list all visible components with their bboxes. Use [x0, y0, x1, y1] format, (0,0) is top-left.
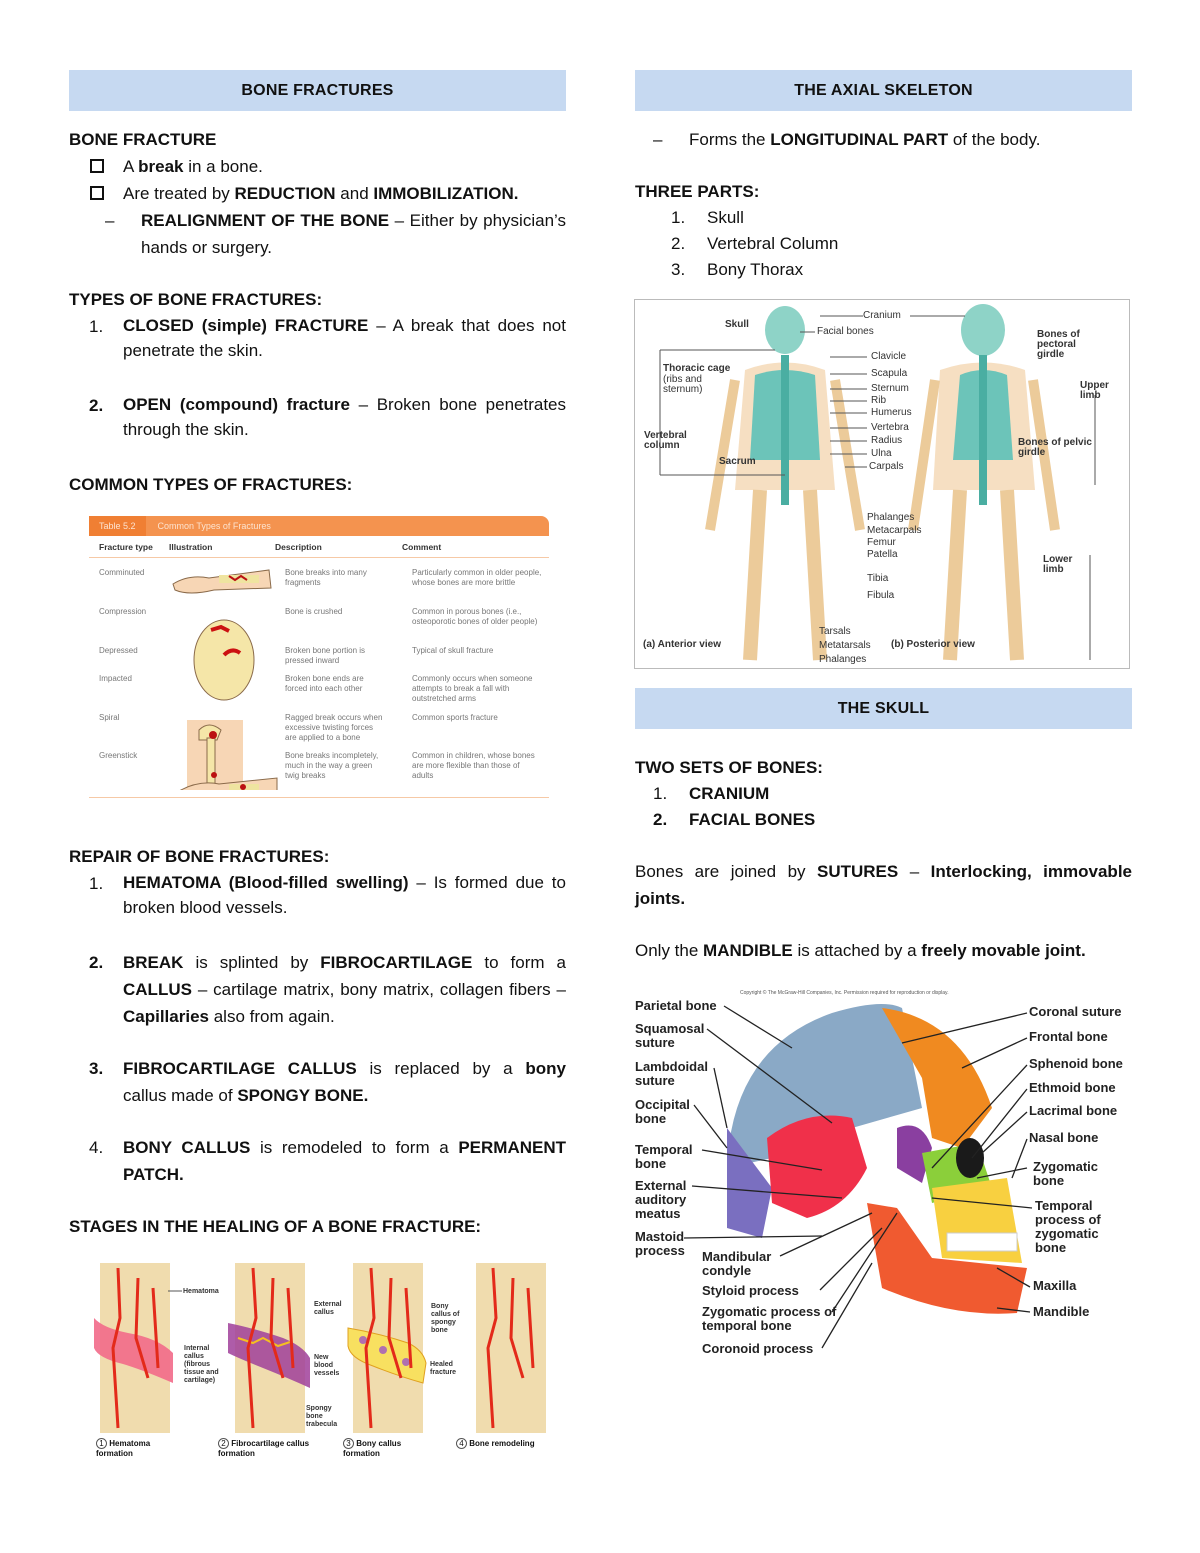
svg-text:New: New [314, 1354, 329, 1361]
svg-text:tissue and: tissue and [184, 1369, 219, 1376]
copyright-text: Copyright © The McGraw-Hill Companies, I… [740, 990, 949, 996]
svg-text:Bony: Bony [431, 1303, 449, 1310]
svg-text:fracture: fracture [430, 1369, 456, 1376]
section-header-bone-fractures: BONE FRACTURES [69, 70, 566, 111]
fracture-illustrations [172, 569, 278, 790]
svg-text:cartilage): cartilage) [184, 1377, 215, 1384]
svg-text:spongy: spongy [431, 1319, 456, 1326]
numbered-item: 2.FACIAL BONES [653, 810, 816, 829]
checkbox-bullet-icon [69, 180, 123, 207]
numbered-item: 3. FIBROCARTILAGE CALLUS is replaced by … [89, 1059, 566, 1105]
numbered-item: 2. OPEN (compound) fracture – Broken bon… [89, 395, 566, 439]
numbered-item: 3.Bony Thorax [671, 260, 804, 279]
sutures-paragraph: Bones are joined by SUTURES – Interlocki… [635, 862, 1132, 908]
stage-caption-1: 1 Hematoma formation [96, 1438, 151, 1458]
svg-text:blood: blood [314, 1362, 333, 1369]
svg-text:callus: callus [314, 1309, 334, 1316]
stage-caption-2: 2 Fibrocartilage callus formation [218, 1438, 310, 1458]
mandible-paragraph: Only the MANDIBLE is attached by a freel… [635, 941, 1086, 960]
svg-text:trabecula: trabecula [306, 1421, 337, 1428]
skeleton-labels: Skull Thoracic cage (ribs and sternum) V… [643, 310, 1109, 665]
svg-text:callus: callus [184, 1353, 204, 1360]
svg-text:callus of: callus of [431, 1311, 460, 1318]
dash-bullet-icon: – [105, 211, 115, 230]
dash-bullet-icon: – [653, 130, 663, 149]
section-header-axial-skeleton: THE AXIAL SKELETON [635, 70, 1132, 111]
heading-common-types: COMMON TYPES OF FRACTURES: [69, 475, 353, 494]
bullet-item: Are treated by REDUCTION and IMMOBILIZAT… [69, 180, 566, 207]
bullet-item: A break in a bone. [69, 153, 566, 180]
numbered-item: 2. BREAK is splinted by FIBROCARTILAGE t… [89, 953, 566, 1026]
svg-text:bone: bone [306, 1413, 323, 1420]
dash-item: – REALIGNMENT OF THE BONE – Either by ph… [69, 207, 566, 261]
svg-text:Internal: Internal [184, 1345, 209, 1352]
numbered-item: 1. HEMATOMA (Blood-filled swelling) – Is… [89, 873, 566, 917]
svg-text:Healed: Healed [430, 1361, 453, 1368]
heading-stages: STAGES IN THE HEALING OF A BONE FRACTURE… [69, 1217, 482, 1236]
numbered-item: 2.Vertebral Column [671, 234, 839, 253]
skull-figure: Copyright © The McGraw-Hill Companies, I… [632, 988, 1132, 1363]
checkbox-bullet-icon [69, 153, 123, 180]
svg-text:External: External [314, 1301, 342, 1308]
heading-two-sets: TWO SETS OF BONES: [635, 758, 823, 777]
heading-types: TYPES OF BONE FRACTURES: [69, 290, 323, 309]
svg-text:Hematoma: Hematoma [183, 1288, 219, 1295]
stage-caption-4: 4 Bone remodeling [456, 1438, 556, 1449]
left-column: BONE FRACTURES BONE FRACTURE A break in … [69, 70, 566, 1240]
numbered-item: 4. BONY CALLUS is remodeled to form a PE… [89, 1138, 566, 1184]
fracture-types-table: Table 5.2 Common Types of Fractures Frac… [89, 516, 549, 798]
heading-bone-fracture: BONE FRACTURE [69, 130, 217, 149]
dash-item: – Forms the LONGITUDINAL PART of the bod… [635, 126, 1132, 153]
svg-text:bone: bone [431, 1327, 448, 1334]
heading-three-parts: THREE PARTS: [635, 182, 760, 201]
skull-section: THE SKULL TWO SETS OF BONES: 1.CRANIUM 2… [635, 688, 1132, 964]
numbered-item: 1. CLOSED (simple) FRACTURE – A break th… [89, 316, 566, 360]
svg-text:Spongy: Spongy [306, 1405, 332, 1412]
svg-text:(fibrous: (fibrous [184, 1361, 210, 1368]
svg-text:vessels: vessels [314, 1370, 339, 1377]
skeleton-figure: Skull Thoracic cage (ribs and sternum) V… [634, 299, 1130, 669]
section-header-skull: THE SKULL [635, 688, 1132, 729]
numbered-item: 1.Skull [671, 208, 744, 227]
skull-labels: Parietal bone Squamosal suture Lambdoida… [635, 998, 1123, 1356]
stage-caption-3: 3 Bony callus formation [343, 1438, 402, 1458]
table-header: Fracture type Illustration Description C… [89, 536, 549, 558]
right-column: THE AXIAL SKELETON – Forms the LONGITUDI… [635, 70, 1132, 283]
heading-repair: REPAIR OF BONE FRACTURES: [69, 847, 330, 866]
numbered-item: 1.CRANIUM [653, 784, 770, 803]
